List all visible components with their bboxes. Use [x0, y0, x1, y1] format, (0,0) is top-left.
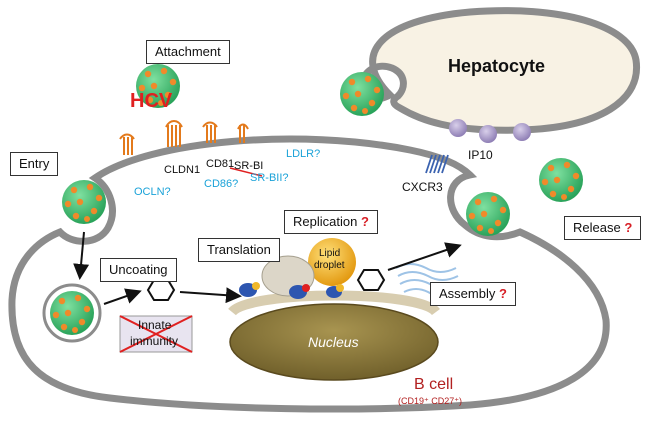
assembly-qmark: ?	[498, 286, 507, 301]
cxcr3-receptor-icon	[425, 154, 449, 174]
lipid-droplet-icon	[308, 238, 356, 286]
arrow-icon	[73, 231, 90, 280]
replication-box: Replication ?	[284, 210, 378, 234]
cldn1-label: CLDN1	[164, 164, 201, 176]
innate-immunity-label-1: Innate	[138, 318, 172, 332]
release-box: Release ?	[564, 216, 642, 240]
hepatocyte-label: Hepatocyte	[448, 56, 546, 76]
release-qmark: ?	[624, 220, 633, 235]
ip10-chemokine-icon	[479, 125, 497, 143]
virus-particle-icon	[340, 72, 384, 116]
replication-label: Replication	[293, 214, 358, 229]
lipid-droplet-label-2: droplet	[314, 260, 345, 271]
lipid-droplet-label-1: Lipid	[319, 248, 341, 259]
receptor-protein-icon	[119, 120, 249, 155]
cd81-label: CD81	[206, 158, 235, 170]
srbi-strike	[229, 167, 263, 177]
ocln-label: OCLN?	[134, 186, 171, 198]
b-cell-markers-label: (CD19⁺ CD27⁺)	[398, 396, 463, 406]
virus-particle-icon	[466, 192, 510, 236]
ribosome-icon	[239, 255, 344, 299]
ip10-label: IP10	[468, 148, 493, 162]
innate-immunity-label-2: immunity	[130, 334, 179, 348]
hcv-label: HCV	[130, 90, 173, 112]
virus-particle-icon	[539, 158, 583, 202]
nucleus-label: Nucleus	[308, 334, 359, 350]
srbi-label: SR-BI	[234, 160, 264, 172]
replication-qmark: ?	[360, 214, 369, 229]
hexagon-rna-icon	[356, 269, 386, 291]
translation-box: Translation	[198, 238, 280, 262]
release-label: Release	[573, 220, 621, 235]
ip10-chemokine-icon	[449, 119, 467, 137]
assembly-label: Assembly	[439, 286, 496, 301]
arrow-icon	[179, 287, 242, 304]
arrow-icon	[387, 242, 462, 271]
entry-box: Entry	[10, 152, 59, 176]
hexagon-rna-icon	[146, 279, 176, 301]
ldlr-label: LDLR?	[286, 148, 321, 160]
arrow-icon	[103, 288, 142, 305]
virus-particle-icon	[50, 291, 94, 335]
assembly-box: Assembly ?	[430, 282, 516, 306]
endosome	[42, 283, 102, 343]
innate-immunity-cross	[119, 315, 193, 353]
ip10-chemokine-icon	[513, 123, 531, 141]
cxcr3-label: CXCR3	[402, 180, 443, 194]
virus-particle-icon	[62, 180, 106, 224]
attachment-box: Attachment	[146, 40, 230, 64]
uncoating-box: Uncoating	[100, 258, 177, 282]
b-cell-label: B cell	[414, 376, 454, 393]
srbii-label: SR-BII?	[250, 172, 289, 184]
cd86-label: CD86?	[204, 178, 239, 190]
